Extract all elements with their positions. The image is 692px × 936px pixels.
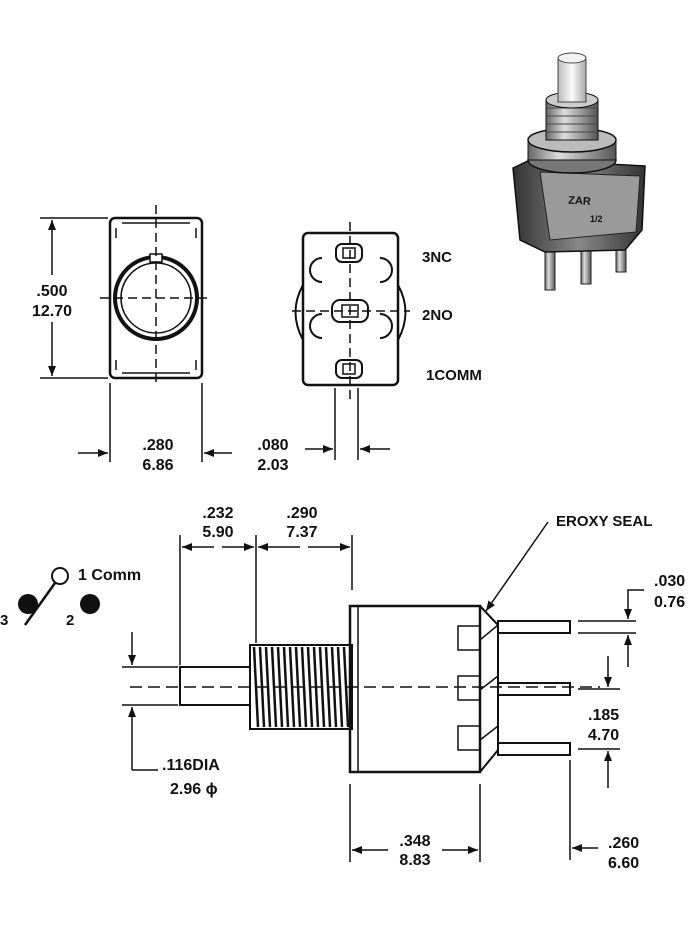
schematic-common-contact xyxy=(51,567,69,585)
seal-label: EROXY SEAL xyxy=(556,513,652,530)
terminal-label-2no: 2NO xyxy=(422,307,453,324)
term-length-in: .260 xyxy=(608,835,639,852)
schematic-no-contact xyxy=(80,594,100,614)
photo-body-text-2: 1/2 xyxy=(590,214,603,224)
front-width-in: .280 xyxy=(142,437,173,454)
terminal-label-1comm: 1COMM xyxy=(426,367,482,384)
terminal-1comm xyxy=(335,359,363,379)
plunger-dia-in: .116DIA xyxy=(162,757,220,774)
front-width-mm: 6.86 xyxy=(142,457,173,474)
schematic-label-comm: 1 Comm xyxy=(78,567,141,584)
pin-width-mm: 2.03 xyxy=(257,457,288,474)
term-spacing-in: .185 xyxy=(588,707,619,724)
terminal-3nc xyxy=(335,243,363,263)
side-plunger xyxy=(179,666,253,706)
switch-photo: ZAR 1/2 xyxy=(512,52,646,291)
body-length-mm: 8.83 xyxy=(399,852,430,869)
term-thick-in: .030 xyxy=(654,573,685,590)
side-terminal-bot xyxy=(497,742,571,756)
side-terminal-mid xyxy=(497,682,571,696)
schematic-symbol: 1 Comm 3 2 xyxy=(0,567,141,629)
front-view: .500 12.70 .280 6.86 xyxy=(32,205,232,474)
body-length-in: .348 xyxy=(399,833,430,850)
side-terminal-top xyxy=(497,620,571,634)
plunger-length-in: .232 xyxy=(202,505,233,522)
pin-width-in: .080 xyxy=(257,437,288,454)
schematic-nc-contact xyxy=(18,594,38,614)
plunger-dia-mm: 2.96 ϕ xyxy=(170,781,218,798)
plunger-length-mm: 5.90 xyxy=(202,524,233,541)
front-height-in: .500 xyxy=(36,283,67,300)
term-length-mm: 6.60 xyxy=(608,855,639,872)
photo-body-text: ZAR xyxy=(568,194,591,208)
term-thick-mm: 0.76 xyxy=(654,594,685,611)
schematic-label-2: 2 xyxy=(66,612,74,629)
front-height-mm: 12.70 xyxy=(32,303,72,320)
schematic-label-3: 3 xyxy=(0,612,8,629)
terminal-label-3nc: 3NC xyxy=(422,249,452,266)
bushing-length-mm: 7.37 xyxy=(286,524,317,541)
side-view: EROXY SEAL .232 5.90 .290 7.37 .116DIA 2… xyxy=(122,505,685,872)
bushing-length-in: .290 xyxy=(286,505,317,522)
term-spacing-mm: 4.70 xyxy=(588,727,619,744)
side-body xyxy=(348,604,482,774)
terminal-view: 3NC 2NO 1COMM .080 2.03 xyxy=(257,222,482,474)
